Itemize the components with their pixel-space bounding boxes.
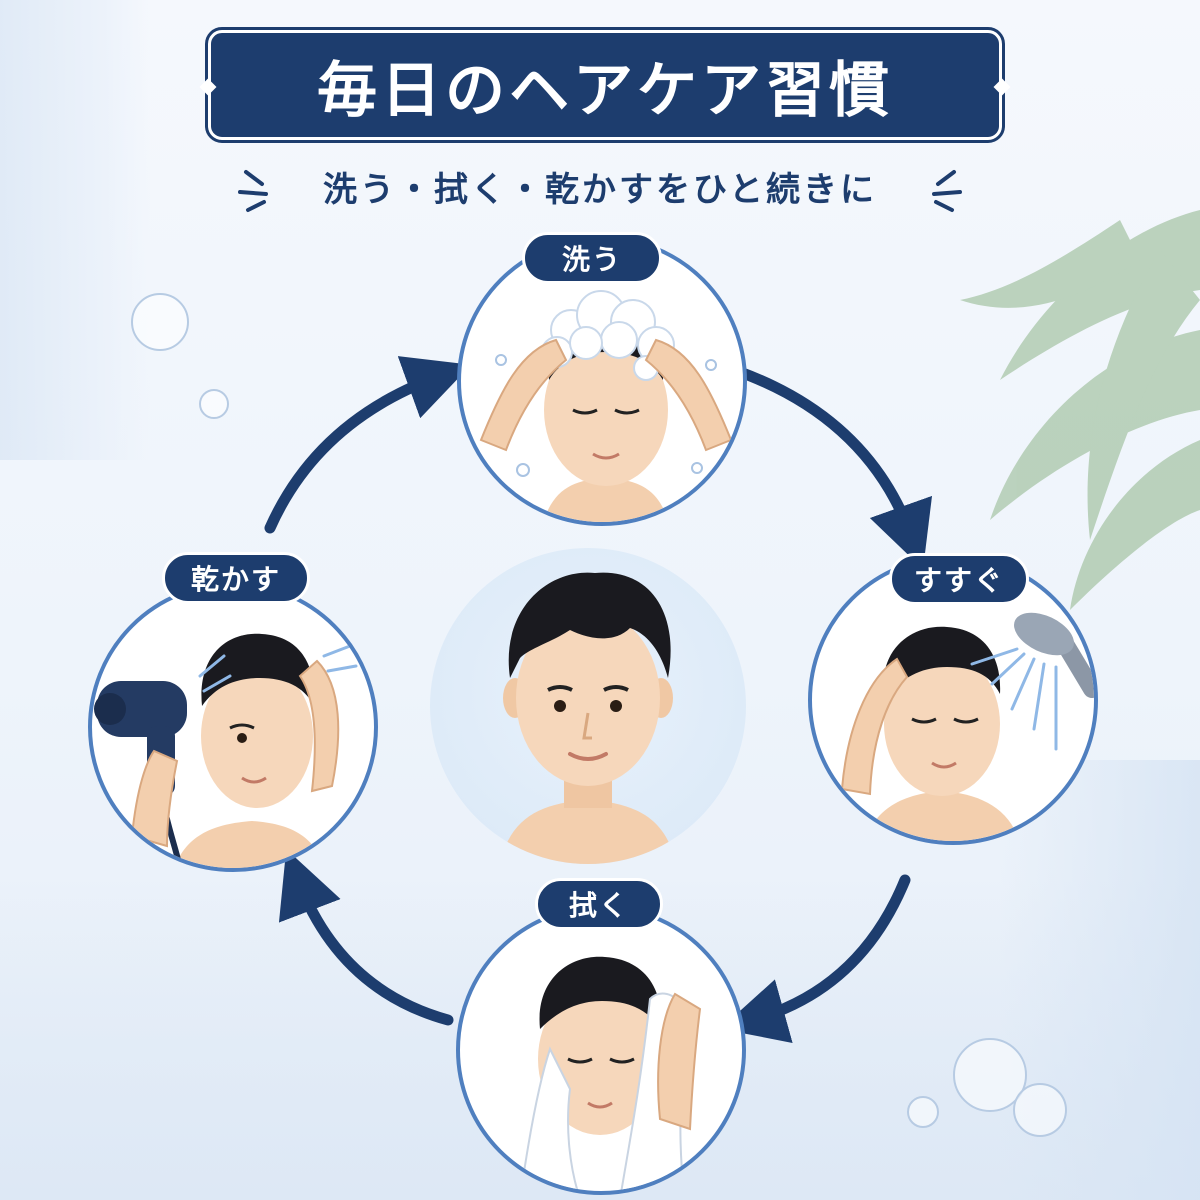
center-portrait	[430, 548, 746, 864]
step-label-dry: 乾かす	[162, 552, 310, 604]
banner-ornament	[199, 78, 217, 96]
step-label-rinse: すすぐ	[889, 553, 1029, 605]
shower-head-icon	[1014, 612, 1094, 698]
subtitle: 洗う・拭く・乾かすをひと続きに	[323, 170, 877, 210]
step-rinse-illustration	[808, 555, 1098, 845]
step-dry-illustration	[88, 582, 378, 872]
title-banner: 毎日のヘアケア習慣	[199, 27, 1011, 143]
background-window	[0, 0, 150, 460]
banner-ornament	[993, 78, 1011, 96]
page-title: 毎日のヘアケア習慣	[317, 55, 893, 126]
step-wash-illustration	[457, 236, 747, 526]
step-label-wipe: 拭く	[535, 878, 663, 930]
plant-leaves-icon	[960, 210, 1200, 610]
step-label-wash: 洗う	[522, 232, 662, 284]
step-wipe-illustration	[456, 905, 746, 1195]
